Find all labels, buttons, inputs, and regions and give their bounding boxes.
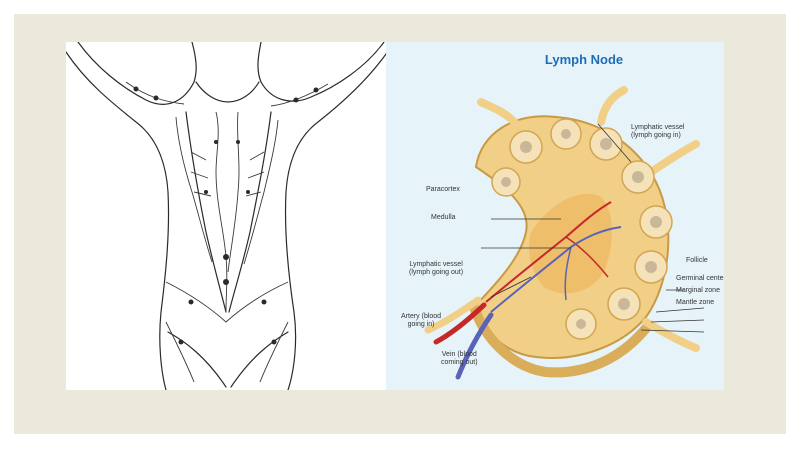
- label-mantle-zone: Mantle zone: [676, 299, 715, 306]
- leader-lymphatic-in: [597, 123, 632, 163]
- capsule-rim: [469, 305, 655, 378]
- illustration-panel: Lymph Node: [66, 42, 724, 390]
- label-germinal-center: Germinal center: [676, 275, 724, 282]
- label-lymphatic-vessel-in: Lymphatic vessel (lymph going in): [631, 124, 685, 139]
- afferent-vessel-right: [647, 140, 700, 176]
- image-frame: Lymph Node: [14, 14, 786, 434]
- vein-vessel: [455, 312, 494, 380]
- label-marginal-zone: Marginal zone: [676, 287, 720, 294]
- artery-vessel: [433, 302, 487, 345]
- label-artery: Artery (blood going in): [401, 313, 442, 328]
- leader-lymphatic-out: [490, 276, 532, 298]
- afferent-vessel-left: [477, 98, 520, 128]
- label-medulla: Medulla: [431, 214, 456, 221]
- artery-branch: [485, 201, 612, 303]
- label-paracortex: Paracortex: [426, 186, 460, 193]
- germinal-center: [520, 141, 532, 153]
- label-follicle: Follicle: [686, 257, 708, 264]
- label-vein: Vein (blood coming out): [441, 351, 478, 366]
- leader-germinal-center: [655, 307, 705, 313]
- vein-branch: [490, 226, 622, 313]
- leader-marginal-zone: [650, 319, 705, 323]
- leader-mantle-zone: [640, 329, 705, 333]
- lymph-node-cross-section: [424, 86, 705, 380]
- human-torso-lymphatic-illustration: [66, 42, 386, 390]
- efferent-lymphatic-vessel: [424, 296, 482, 334]
- label-lymphatic-vessel-out: Lymphatic vessel (lymph going out): [409, 261, 464, 276]
- afferent-vessel-bottom: [642, 318, 700, 352]
- diagram-title: Lymph Node: [544, 52, 624, 67]
- afferent-vessel-top: [597, 86, 628, 126]
